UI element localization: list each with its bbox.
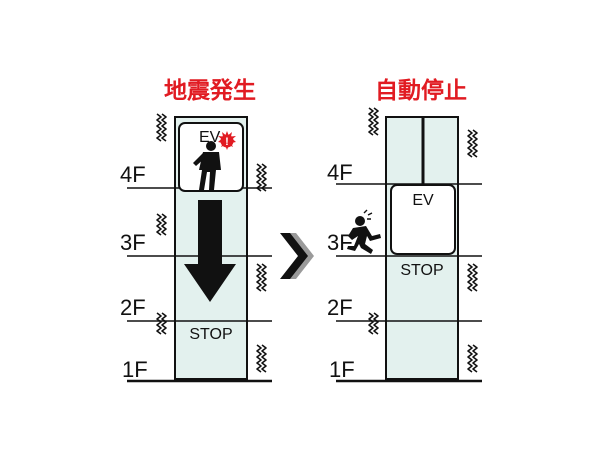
quake-mark [472,263,478,292]
right-floor-label-4f: 4F [327,160,353,185]
right-panel-title: 自動停止 [375,77,467,104]
left-floor-label-2f: 2F [120,295,146,320]
quake-mark [261,344,267,373]
quake-mark [156,312,162,335]
quake-mark [256,344,262,373]
quake-mark [467,344,473,373]
quake-mark [373,312,379,335]
quake-mark [472,344,478,373]
quake-mark [161,213,167,236]
left-floor-label-4f: 4F [120,162,146,187]
quake-mark [256,263,262,292]
left-elevator-car: EV ! [178,122,244,192]
quake-mark [467,263,473,292]
right-car-label: EV [412,192,434,209]
right-stop-label: STOP [400,262,443,279]
alert-burst-icon: ! [218,131,236,150]
quake-mark [368,312,374,335]
right-floor-label-1f: 1F [329,357,355,382]
quake-mark [161,312,167,335]
quake-mark [156,213,162,236]
quake-mark [261,263,267,292]
right-panel: 自動停止 4F 3F 2F 1F EV STOP [327,77,482,383]
left-stop-label: STOP [189,326,232,343]
double-chevron-right-icon [280,233,314,279]
left-floor-label-3f: 3F [120,230,146,255]
right-floor-label-3f: 3F [327,230,353,255]
quake-mark [156,113,162,142]
quake-mark [467,129,473,158]
down-arrow-icon [184,200,236,302]
quake-mark [161,113,167,142]
quake-mark [373,107,379,136]
right-floor-label-2f: 2F [327,295,353,320]
quake-mark [472,129,478,158]
right-quake-marks [368,107,478,373]
running-person-icon [347,209,381,254]
left-floor-label-1f: 1F [122,357,148,382]
right-elevator-car: EV [390,184,456,255]
left-panel-title: 地震発生 [164,78,256,104]
quake-mark [256,163,262,192]
quake-mark [368,107,374,136]
alert-mark: ! [225,136,229,148]
quake-mark [261,163,267,192]
left-car-label: EV [199,129,221,146]
left-panel: 地震発生 4F 3F 2F 1F EV ! [120,78,272,383]
passenger-icon [193,141,221,190]
left-quake-marks [156,113,267,373]
